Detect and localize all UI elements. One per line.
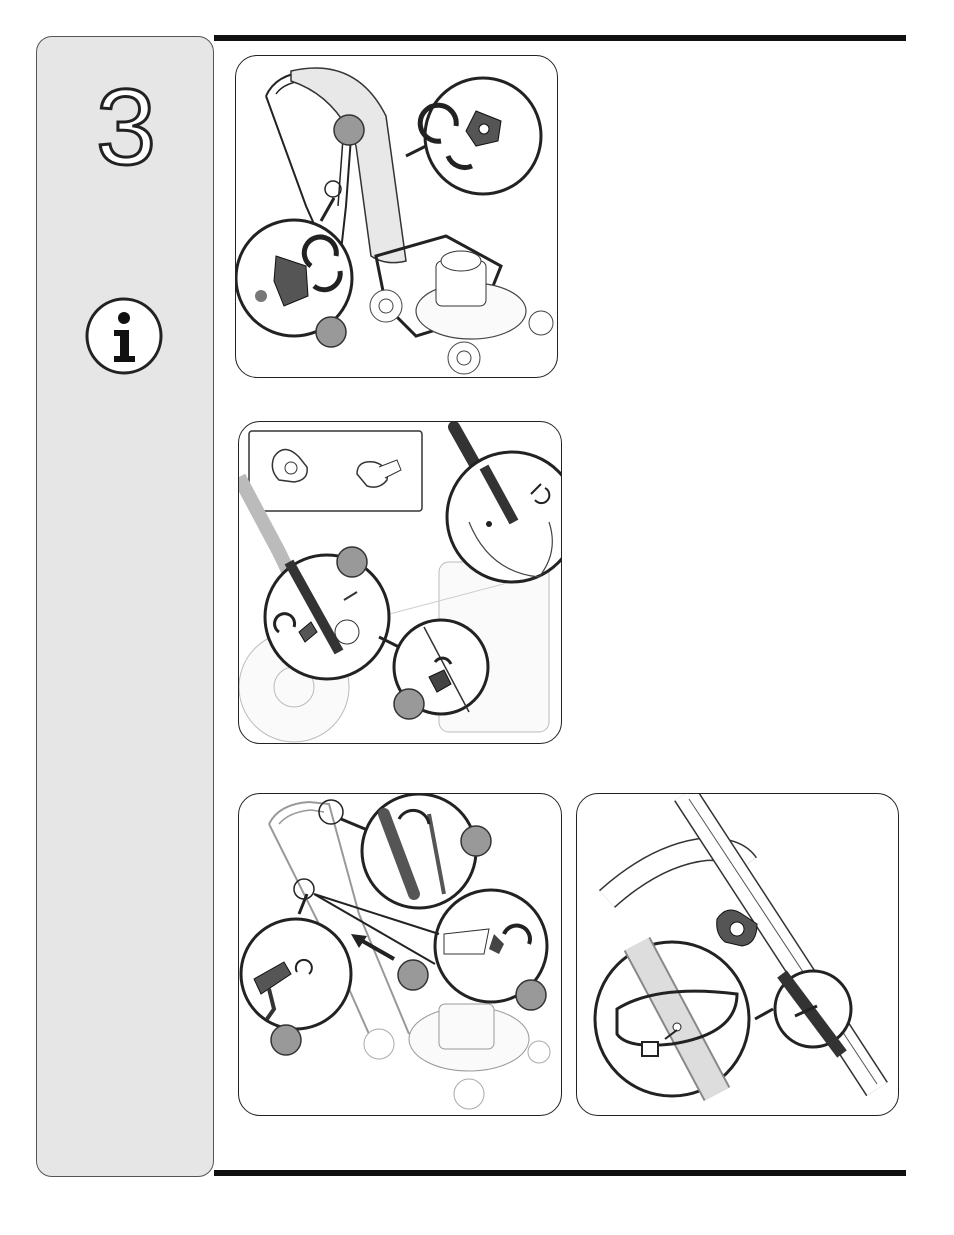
- info-icon: [84, 296, 164, 376]
- handle-raise-panel: [235, 55, 558, 378]
- callout-marker: [394, 689, 424, 719]
- cable-tie-panel: [576, 793, 899, 1116]
- step-sidebar: 3: [36, 36, 214, 1177]
- handle-bolt-panel: [238, 421, 562, 744]
- callout-marker: [316, 317, 346, 347]
- callout-marker: [337, 547, 367, 577]
- top-rule: [214, 35, 906, 41]
- callout-marker: [271, 1025, 301, 1055]
- bottom-rule: [214, 1170, 906, 1176]
- callout-marker: [398, 960, 428, 990]
- handle-bolt-illustration: [239, 422, 562, 744]
- cable-routing-illustration: [239, 794, 562, 1116]
- callout-marker: [516, 980, 546, 1010]
- callout-marker: [334, 115, 364, 145]
- cable-routing-panel: [238, 793, 562, 1116]
- cable-tie-illustration: [577, 794, 899, 1116]
- handle-raise-illustration: [236, 56, 558, 378]
- callout-marker: [461, 826, 491, 856]
- step-number: 3: [37, 73, 215, 181]
